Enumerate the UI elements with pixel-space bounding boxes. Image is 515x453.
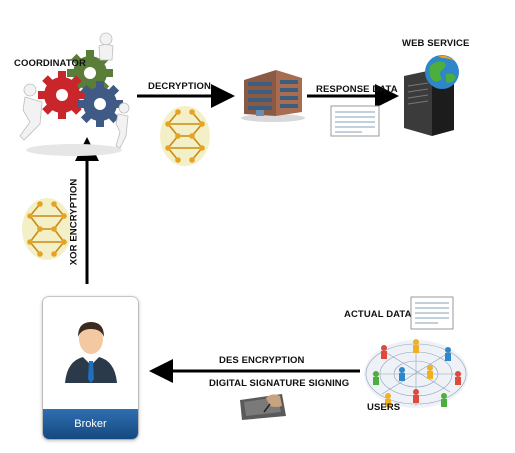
chain-network-icon bbox=[158, 104, 212, 168]
businessman-avatar-icon bbox=[63, 317, 119, 383]
digital-signature-label: DIGITAL SIGNATURE SIGNING bbox=[209, 378, 350, 389]
web-server-globe-icon bbox=[398, 52, 464, 138]
response-data-label: RESPONSE DATA bbox=[316, 84, 398, 95]
web-service-label: WEB SERVICE bbox=[402, 38, 470, 49]
broker-card[interactable]: Broker bbox=[43, 297, 138, 439]
document-icon bbox=[330, 105, 380, 137]
gears-with-figures-icon bbox=[12, 28, 132, 158]
chain-network-icon bbox=[20, 196, 74, 262]
people-network-icon bbox=[362, 330, 470, 412]
signature-pad-icon bbox=[236, 390, 290, 422]
decryption-label: DECRYPTION bbox=[148, 81, 211, 92]
des-encryption-label: DES ENCRYPTION bbox=[219, 355, 305, 366]
xor-encryption-label: XOR ENCRYPTION bbox=[68, 178, 80, 266]
coordinator-label: COORDINATOR bbox=[14, 58, 86, 69]
document-icon bbox=[410, 296, 454, 330]
building-icon bbox=[240, 66, 306, 122]
users-label: USERS bbox=[367, 402, 401, 413]
actual-data-label: ACTUAL DATA bbox=[344, 309, 412, 320]
broker-label: Broker bbox=[43, 409, 138, 439]
